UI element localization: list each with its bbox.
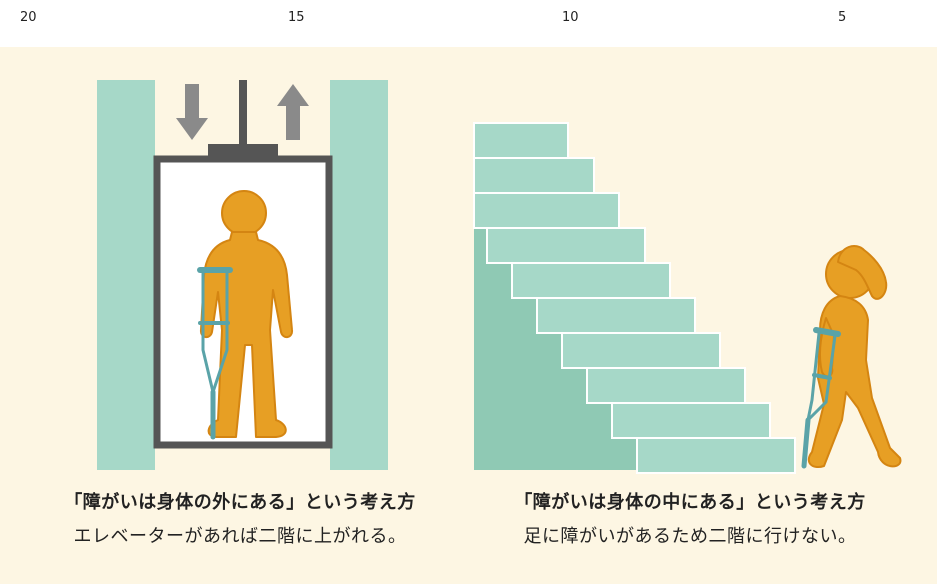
elevator-scene	[97, 80, 388, 470]
stair-steps	[473, 122, 796, 474]
shaft-wall-right	[330, 80, 388, 470]
left-caption-subtitle: エレベーターがあれば二階に上がれる。	[73, 526, 407, 547]
person-standing-icon	[199, 190, 294, 438]
crutch-icon	[197, 267, 233, 440]
right-caption-title: 「障がいは身体の中にある」という考え方	[514, 492, 866, 513]
down-arrow-icon	[176, 84, 208, 140]
ruler-tick-15: 15	[288, 10, 305, 25]
left-caption-title: 「障がいは身体の外にある」という考え方	[64, 492, 416, 513]
right-caption: 「障がいは身体の中にある」という考え方 足に障がいがあるため二階に行けない。	[490, 488, 890, 548]
crutch-icon	[801, 327, 841, 469]
ruler-tick-20: 20	[20, 10, 37, 25]
right-caption-subtitle: 足に障がいがあるため二階に行けない。	[523, 526, 857, 547]
left-caption: 「障がいは身体の外にある」という考え方 エレベーターがあれば二階に上がれる。	[40, 488, 440, 548]
ruler-tick-10: 10	[562, 10, 579, 25]
stairs-scene	[473, 122, 902, 474]
up-arrow-icon	[277, 84, 309, 140]
person-worried-icon	[807, 245, 902, 468]
stairs-shadow	[474, 225, 637, 470]
shaft-wall-left	[97, 80, 155, 470]
ruler-tick-5: 5	[838, 10, 847, 25]
elevator-cable	[239, 80, 247, 146]
top-ruler: 20 15 10 5	[0, 0, 937, 40]
